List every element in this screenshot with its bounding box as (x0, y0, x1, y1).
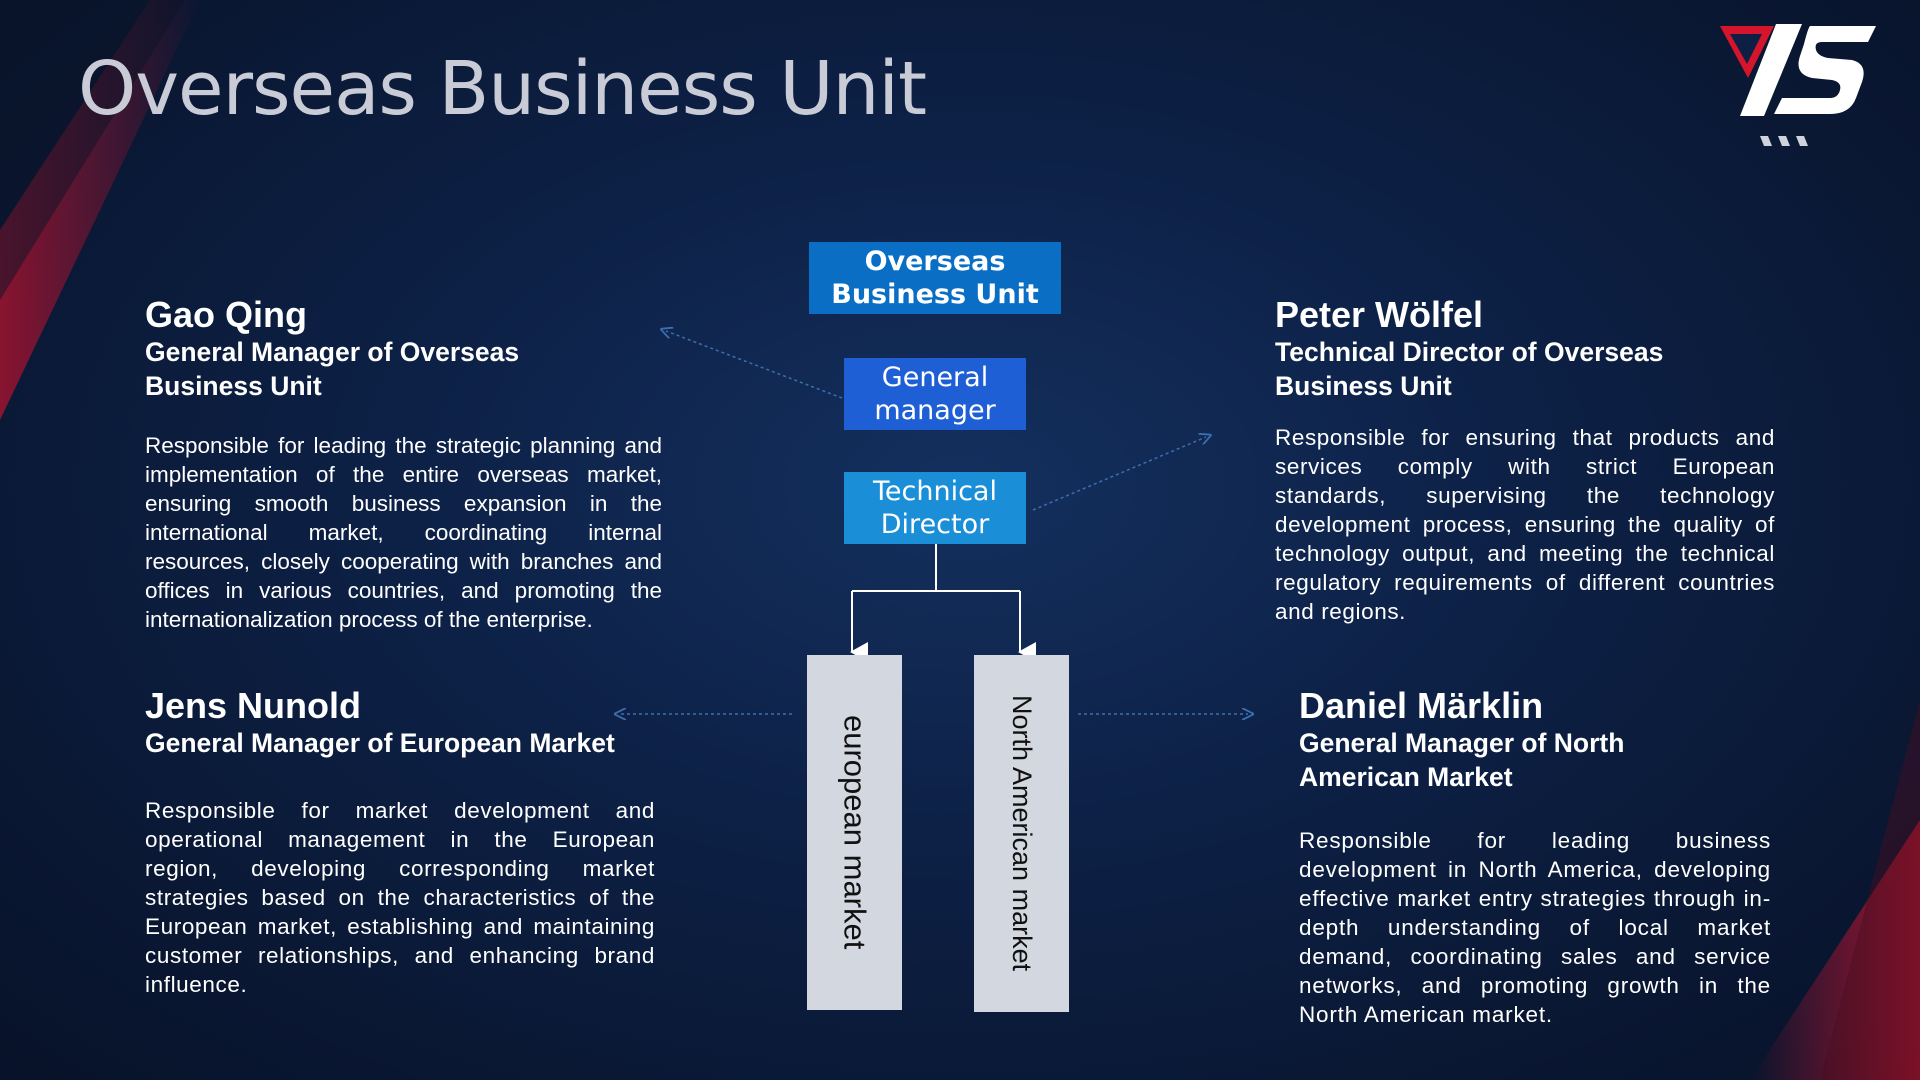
right-red-stripe (1750, 820, 1920, 1080)
person-role: General Manager of North American Market (1299, 728, 1625, 792)
org-box-label: Technical Director (873, 476, 997, 540)
org-box-technical-director: Technical Director (844, 472, 1026, 544)
person-gao-qing: Gao Qing General Manager of Overseas Bus… (145, 295, 662, 634)
person-name: Gao Qing (145, 294, 307, 335)
right-dark-stripe (1820, 700, 1920, 1080)
person-peter-woelfel: Peter Wölfel Technical Director of Overs… (1275, 295, 1775, 626)
person-name: Jens Nunold (145, 685, 362, 726)
org-box-label: North American market (1007, 695, 1037, 972)
dotted-pointers (620, 331, 1248, 714)
person-role: Technical Director of Overseas Business … (1275, 337, 1664, 401)
org-box-north-american-market: North American market (974, 655, 1069, 1012)
left-dark-stripe (0, 0, 185, 300)
person-daniel-maerklin: Daniel Märklin General Manager of North … (1299, 686, 1771, 1029)
org-box-label: european market (837, 715, 873, 950)
person-description: Responsible for ensuring that products a… (1275, 425, 1775, 624)
org-box-european-market: european market (807, 655, 902, 1010)
org-box-general-manager: General manager (844, 358, 1026, 430)
company-logo-icon (1720, 24, 1876, 146)
org-box-overseas-business-unit: Overseas Business Unit (809, 242, 1061, 314)
person-description: Responsible for market development and o… (145, 798, 655, 997)
person-description: Responsible for leading the strategic pl… (145, 433, 662, 632)
person-name: Peter Wölfel (1275, 294, 1484, 335)
left-red-stripe (0, 0, 200, 420)
person-role: General Manager of Overseas Business Uni… (145, 337, 520, 401)
tree-connector (850, 544, 1036, 662)
person-name: Daniel Märklin (1299, 685, 1544, 726)
person-jens-nunold: Jens Nunold General Manager of European … (145, 686, 655, 999)
org-box-label: Overseas Business Unit (831, 246, 1039, 310)
org-box-label: General manager (874, 362, 996, 426)
person-role: General Manager of European Market (145, 728, 615, 758)
page-title: Overseas Business Unit (78, 46, 927, 132)
person-description: Responsible for leading business develop… (1299, 828, 1771, 1027)
